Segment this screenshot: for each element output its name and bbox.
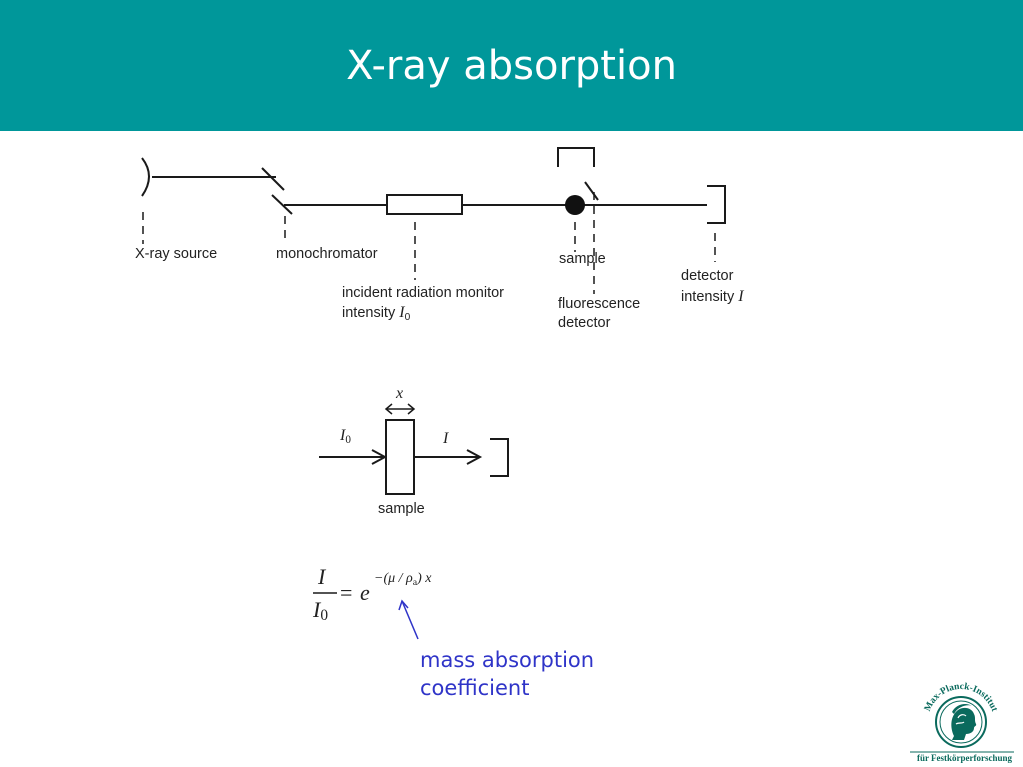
formula-exponent-subscript: a [412,577,418,588]
monitor-intensity-prefix: intensity [342,305,396,321]
formula-exponent-tail: ) x [417,571,432,586]
monochromator-label: monochromator [276,246,378,262]
formula-base: e [360,580,370,605]
transmitted-arrowhead [466,449,483,465]
fluorescence-detector-bracket [557,147,595,167]
detector-intensity: intensity I [681,287,744,307]
detector-label: detector [681,268,734,284]
fluorescence-label-line1: fluorescence [558,296,641,312]
incident-monitor-label: incident radiation monitor [342,285,505,301]
xray-source-label: X-ray source [135,246,218,262]
annotation-line1: mass absorption [420,648,595,672]
transmission-sample-box [385,419,415,495]
detector-bracket [707,185,726,224]
formula-denominator-subscript: 0 [320,607,329,624]
xray-source-shape [141,157,150,197]
minerva-head-icon [951,704,977,740]
mass-absorption-annotation: mass absorption coefficient [420,646,594,702]
logo-outer-ring [935,696,987,748]
fluorescence-label-line2: detector [558,315,611,331]
incident-intensity-label: I0 [340,427,351,446]
transmission-detector-bracket [490,438,509,477]
incident-symbol: I [340,427,346,444]
monochromator-upper-crystal [261,167,285,191]
monitor-intensity-subscript: 0 [404,312,411,323]
monochromator-lower-crystal [271,194,293,215]
incident-monitor-box [386,194,463,215]
formula-denominator: I0 [313,597,328,625]
max-planck-logo: Max-Planck-Institut [910,682,1014,753]
formula-exponent-main: −(μ / ρ [374,571,413,586]
formula-numerator: I [318,564,326,589]
formula-exponent: −(μ / ρa) x [374,571,432,588]
incident-monitor-intensity: intensity I0 [342,303,410,327]
thickness-arrowhead-right [407,403,416,415]
formula-denominator-symbol: I [313,597,321,622]
annotation-arrowhead [398,599,409,611]
detector-intensity-prefix: intensity [681,289,735,305]
logo-inner-ring [939,700,983,744]
sample-dot [565,195,585,215]
annotation-line2: coefficient [420,676,530,700]
formula-equals: = [340,580,353,605]
transmitted-intensity-label: I [443,430,449,447]
incident-subscript: 0 [345,434,351,446]
fluorescence-detector-arm [584,181,599,201]
institute-text: für Festkörperforschung [916,753,1013,763]
transmission-sample-label: sample [378,501,425,517]
sample-label: sample [559,251,606,267]
slide-title: X-ray absorption [346,43,677,89]
thickness-arrowhead-left [384,403,393,415]
monitor-intensity-symbol: I [399,304,405,321]
thickness-label: x [396,385,404,402]
detector-intensity-symbol: I [738,288,744,305]
annotation-arrow [401,600,419,640]
title-bar [0,0,1023,131]
